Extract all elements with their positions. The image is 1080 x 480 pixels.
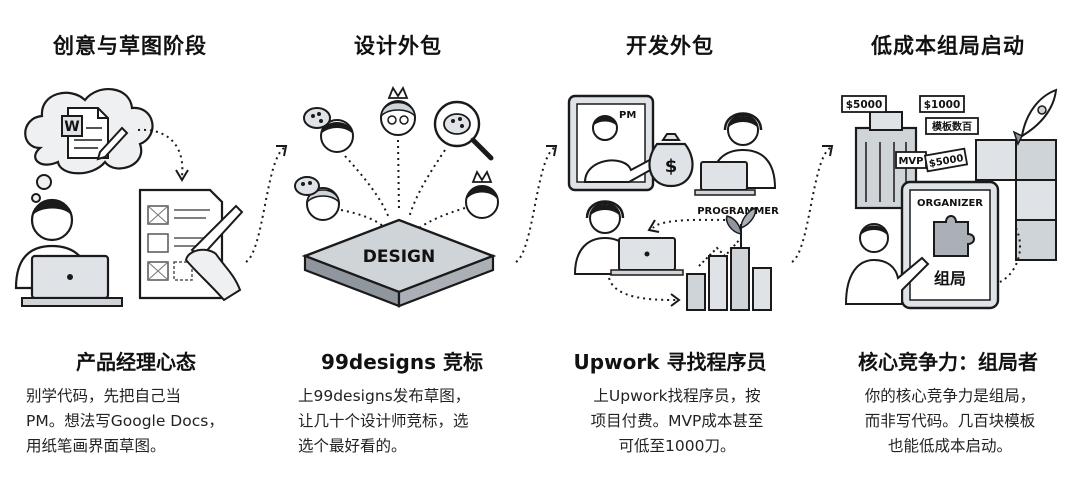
svg-text:$5000: $5000 <box>846 99 883 111</box>
pm-label: PM <box>619 110 636 121</box>
tablet-label: 组局 <box>934 269 966 288</box>
desc-line: 上99designs发布草图， <box>298 387 471 405</box>
stage-4-description: 你的核心竞争力是组局， 而非写代码。几百块模板 也能低成本启动。 <box>840 384 1060 459</box>
desc-line: 可低至1000刀。 <box>618 437 736 455</box>
desc-line: 别学代码，先把自己当 <box>26 387 182 405</box>
doc-letter: W <box>64 119 79 135</box>
svg-text:MVP: MVP <box>898 156 923 167</box>
money-symbol: $ <box>665 156 678 177</box>
stage-2-title: 设计外包 <box>354 34 442 58</box>
rocket-icon <box>1012 88 1058 146</box>
price-tag-1: $5000 <box>841 95 887 113</box>
submission-arrows <box>340 139 466 229</box>
price-tag-3: 模板数百 <box>925 117 979 135</box>
desc-line: 用纸笔画界面草图。 <box>26 437 166 455</box>
laptop-icon <box>21 254 123 307</box>
designer-head-2 <box>380 86 416 136</box>
desc-line: 你的核心竞争力是组局， <box>864 387 1036 405</box>
pm-tablet: PM <box>567 94 663 192</box>
money-bag-icon: $ <box>648 133 694 188</box>
low-cost-launch-illustration: $5000 $1000 模板数百 MVP $5000 <box>841 88 1058 310</box>
price-tag-5: $5000 <box>923 147 969 173</box>
stage-1-description: 别学代码，先把自己当 PM。想法写Google Docs， 用纸笔画界面草图。 <box>26 384 266 459</box>
stage-4-subtitle: 核心竞争力：组局者 <box>858 350 1038 374</box>
svg-text:$1000: $1000 <box>924 99 961 111</box>
design-box: DESIGN <box>301 218 497 308</box>
ideation-illustration: W <box>14 88 244 307</box>
desc-line: 让几十个设计师竞标，选 <box>298 412 469 430</box>
desc-line: 上Upwork找程序员，按 <box>593 387 761 405</box>
stage-3-subtitle: Upwork 寻找程序员 <box>573 350 767 374</box>
designer-head-3 <box>294 176 341 221</box>
stage-2-description: 上99designs发布草图， 让几十个设计师竞标，选 选个最好看的。 <box>298 384 538 459</box>
desc-line: PM。想法写Google Docs， <box>26 412 224 430</box>
organizer-tablet: ORGANIZER 组局 <box>900 180 1000 310</box>
connector-arrow-2 <box>515 145 558 263</box>
programmer-label: PROGRAMMER <box>697 206 779 217</box>
design-box-label: DESIGN <box>363 247 435 267</box>
stage-3-title: 开发外包 <box>626 34 714 58</box>
design-outsourcing-illustration: DESIGN <box>294 86 499 308</box>
connector-arrow-1 <box>245 145 288 263</box>
puzzle-pieces <box>975 139 1057 261</box>
word-document-icon: W <box>61 107 129 161</box>
connector-arrow-3 <box>791 145 834 263</box>
programmer-left-icon <box>573 200 684 276</box>
stage-2-subtitle: 99designs 竞标 <box>321 350 483 374</box>
designer-head-4 <box>465 170 499 219</box>
price-tag-4: MVP <box>895 151 927 169</box>
stage-1-title: 创意与草图阶段 <box>53 34 207 58</box>
designer-head-1 <box>303 107 354 153</box>
programmer-right-icon: PROGRAMMER <box>694 112 779 217</box>
dev-outsourcing-illustration: PM $ PROGRAMMER <box>567 94 779 311</box>
desc-line: 选个最好看的。 <box>298 437 407 455</box>
organizer-label: ORGANIZER <box>917 198 983 209</box>
stage-3-description: 上Upwork找程序员，按 项目付费。MVP成本甚至 可低至1000刀。 <box>572 384 782 459</box>
price-tag-2: $1000 <box>919 95 965 113</box>
hand-pen-icon <box>184 204 244 302</box>
desc-line: 项目付费。MVP成本甚至 <box>590 412 764 430</box>
organizer-person-icon <box>844 223 930 305</box>
svg-text:模板数百: 模板数百 <box>932 120 972 133</box>
magnifier-palette-icon <box>433 100 494 161</box>
stage-1-subtitle: 产品经理心态 <box>76 350 196 374</box>
desc-line: 也能低成本启动。 <box>887 437 1012 455</box>
stage-4-title: 低成本组局启动 <box>871 34 1025 58</box>
growth-chart-icon <box>608 206 772 311</box>
desc-line: 而非写代码。几百块模板 <box>864 412 1036 430</box>
